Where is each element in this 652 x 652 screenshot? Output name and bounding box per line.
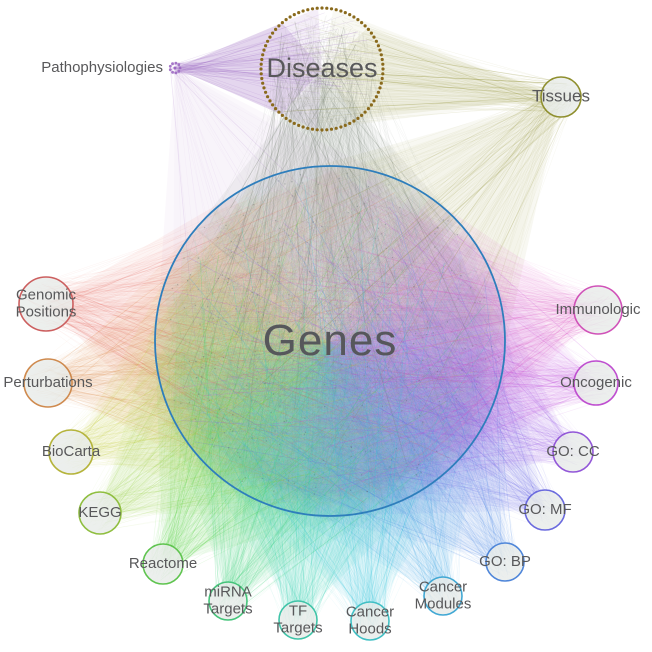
node-go_bp[interactable] xyxy=(485,542,525,582)
node-tissues[interactable] xyxy=(540,76,582,118)
node-oncogenic[interactable] xyxy=(573,360,619,406)
node-cancer_hoods[interactable] xyxy=(350,601,390,641)
edge-bundle-pathophysiologies-genes xyxy=(169,62,485,501)
edge-bundle-diseases-genes xyxy=(166,15,498,510)
edge-bundle-tissues-genes xyxy=(170,79,578,507)
edge-lines-layer xyxy=(23,12,620,639)
edge-bundle-cancer_hoods-genes xyxy=(167,174,494,639)
node-immunologic[interactable] xyxy=(573,285,623,335)
edge-bundle-oncogenic-genes xyxy=(167,178,616,505)
gene-texture-layer xyxy=(149,162,526,511)
node-go_cc[interactable] xyxy=(552,431,594,473)
node-layer xyxy=(18,6,623,641)
edge-bundle-tissues-diseases xyxy=(263,13,579,125)
node-diseases[interactable] xyxy=(259,6,385,137)
edge-bundle-go_mf-genes xyxy=(163,174,563,528)
edge-bundle-reactome-genes xyxy=(145,178,497,582)
node-perturbations[interactable] xyxy=(23,358,73,408)
node-biocarta[interactable] xyxy=(48,429,94,475)
edge-bundle-biocarta-genes xyxy=(51,176,496,509)
edge-bundle-immunologic-genes xyxy=(170,175,620,491)
node-genes[interactable] xyxy=(154,165,506,517)
edge-bundle-mirna_targets-genes xyxy=(171,182,495,618)
node-go_mf[interactable] xyxy=(524,489,566,531)
edge-bundle-perturbations-genes xyxy=(26,172,494,509)
edge-bundle-go_bp-genes xyxy=(168,187,522,579)
node-pathophysiologies[interactable] xyxy=(168,61,182,75)
edge-bundle-tf_targets-genes xyxy=(172,177,494,638)
edge-bundle-cancer_modules-genes xyxy=(166,174,491,614)
node-genomic_positions[interactable] xyxy=(18,276,74,332)
node-cancer_modules[interactable] xyxy=(423,576,463,616)
node-kegg[interactable] xyxy=(78,491,122,535)
edge-bundle-pathophysiologies-diseases xyxy=(169,12,379,115)
edge-bundle-go_cc-genes xyxy=(166,174,591,497)
edge-bundle-genomic_positions-genes xyxy=(23,181,493,503)
edge-wash-layer xyxy=(46,8,598,621)
node-mirna_targets[interactable] xyxy=(208,581,248,621)
node-tf_targets[interactable] xyxy=(278,600,318,640)
node-reactome[interactable] xyxy=(142,543,184,585)
